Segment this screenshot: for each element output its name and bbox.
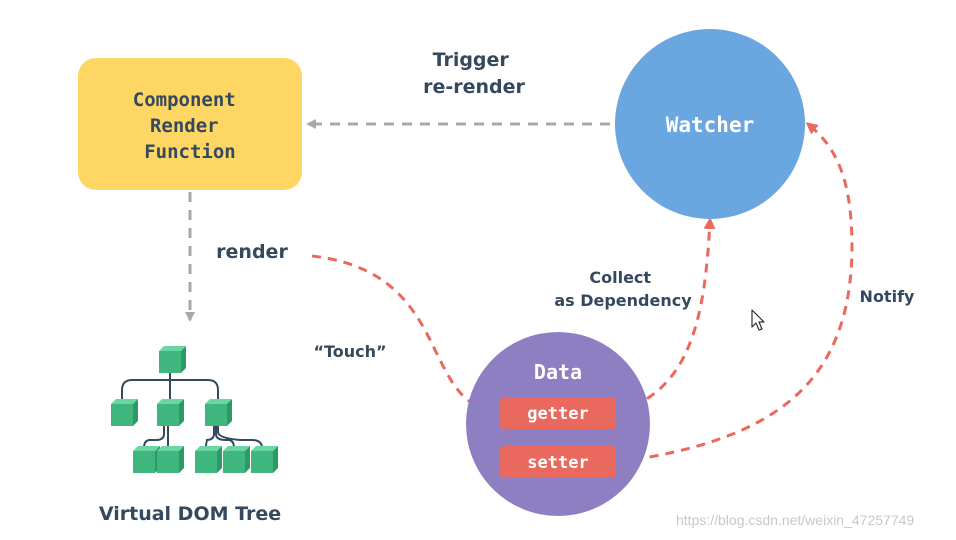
- svg-text:Component Render Funct: Component Render Function: [133, 89, 247, 163]
- component-line-2: Render: [150, 115, 219, 137]
- dom-node-cube: [251, 446, 278, 473]
- dom-node-cube: [159, 346, 186, 373]
- component-render-function-box: [78, 58, 302, 190]
- collect-label-line-1: Collect: [589, 268, 651, 287]
- dom-node-cube: [157, 446, 184, 473]
- dom-node-cube: [195, 446, 222, 473]
- virtual-dom-tree-label: Virtual DOM Tree: [99, 503, 281, 525]
- dom-node-cube: [133, 446, 160, 473]
- watcher-label: Watcher: [666, 113, 755, 137]
- component-line-1: Component: [133, 89, 236, 111]
- getter-label: getter: [527, 404, 588, 424]
- setter-label: setter: [527, 453, 588, 473]
- trigger-label-line-2: re-render: [423, 76, 525, 98]
- svg-text:Collect as Dependency: Collect as Dependency: [554, 268, 692, 310]
- dom-node-cube: [157, 399, 184, 426]
- watermark: https://blog.csdn.net/weixin_47257749: [676, 512, 915, 528]
- svg-text:Trigger re-render: Trigger re-render: [423, 49, 525, 98]
- dom-node-cube: [111, 399, 138, 426]
- render-label: render: [216, 241, 288, 263]
- collect-dependency-arrow: [617, 217, 716, 414]
- data-label: Data: [534, 360, 582, 384]
- touch-arrow: [311, 254, 501, 417]
- getter-pill: [500, 397, 616, 429]
- touch-label: “Touch”: [313, 342, 386, 361]
- collect-label-line-2: as Dependency: [554, 291, 692, 310]
- virtual-dom-tree-icon: [111, 346, 278, 473]
- watcher-node: [615, 29, 805, 219]
- setter-pill: [500, 446, 616, 478]
- dom-node-cube: [205, 399, 232, 426]
- trigger-label-line-1: Trigger: [433, 49, 510, 71]
- mouse-cursor-icon: [751, 309, 765, 331]
- component-line-3: Function: [144, 141, 236, 163]
- dom-node-cube: [223, 446, 250, 473]
- notify-label: Notify: [860, 287, 915, 306]
